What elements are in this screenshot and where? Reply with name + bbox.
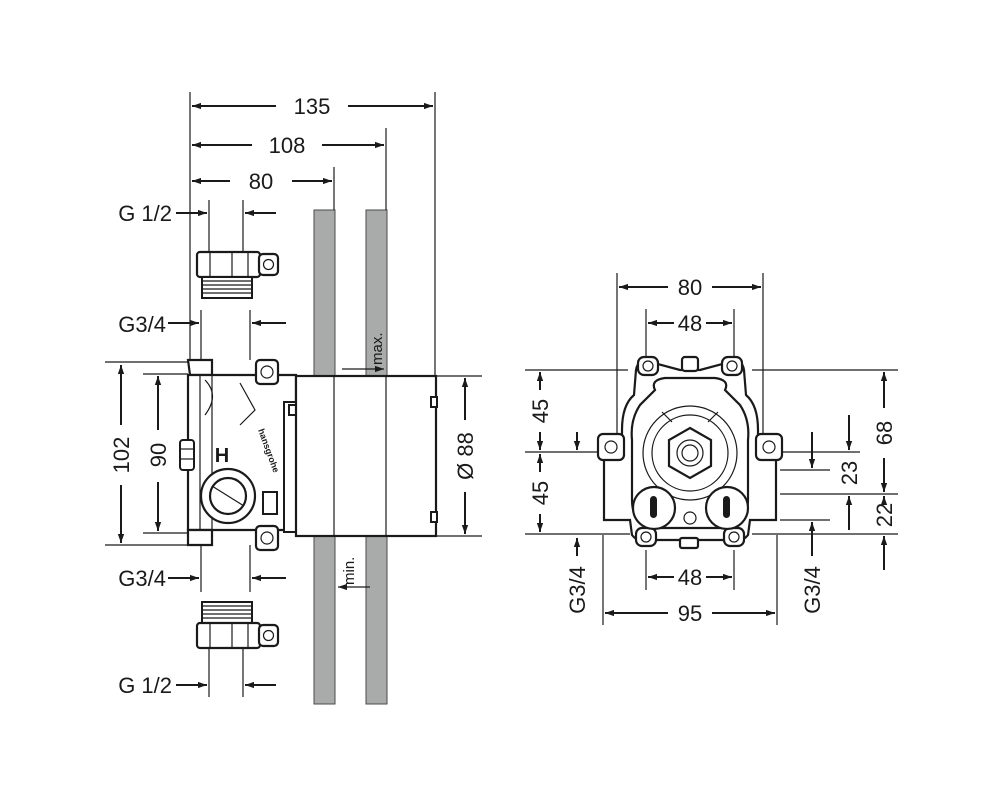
- dimension-80-side-label: 80: [249, 169, 273, 194]
- installation-sleeve: [294, 374, 438, 538]
- dimension-102: 102: [105, 361, 188, 546]
- dimension-95-label: 95: [678, 601, 702, 626]
- dimension-23-label: 23: [837, 461, 862, 485]
- dimension-48-top-label: 48: [678, 311, 702, 336]
- valve-body-front: [596, 355, 784, 550]
- valve-body-side: H hansgrohe: [179, 358, 298, 552]
- dimension-80-front-label: 80: [678, 275, 702, 300]
- dimension-95: 95: [605, 601, 775, 626]
- dimension-22: 22: [872, 496, 897, 570]
- dimension-80-side: 80: [192, 169, 332, 194]
- dimension-45-upper: 45: [528, 372, 553, 450]
- thread-upper-body: G3/4: [118, 310, 286, 360]
- thread-lower-body: G3/4: [118, 545, 286, 592]
- dimension-45-lower-label: 45: [528, 481, 553, 505]
- side-view: 135 108 80 G 1/2: [105, 92, 482, 705]
- thread-bottom-label: G 1/2: [118, 673, 172, 698]
- dimension-diameter-88-label: Ø 88: [453, 432, 478, 480]
- dimension-90-label: 90: [146, 443, 171, 467]
- min-indicator: min.: [338, 557, 370, 591]
- logo-h: H: [215, 445, 229, 467]
- thread-right-label: G3/4: [800, 566, 825, 614]
- dimension-102-label: 102: [109, 437, 134, 474]
- dimension-90: 90: [143, 373, 188, 534]
- dimension-22-label: 22: [872, 503, 897, 527]
- dimension-23: 23: [837, 415, 862, 530]
- max-label: max.: [369, 332, 386, 365]
- thread-left-label: G3/4: [565, 566, 590, 614]
- dimension-45-upper-label: 45: [528, 399, 553, 423]
- front-view: 80 48: [525, 273, 898, 626]
- min-label: min.: [341, 557, 358, 585]
- dimension-48-bottom-label: 48: [678, 565, 702, 590]
- extension-lines-top: [189, 92, 436, 380]
- dimension-68: 68: [872, 372, 897, 492]
- dimension-108: 108: [192, 133, 384, 158]
- thread-lower-body-label: G3/4: [118, 566, 166, 591]
- thread-upper-body-label: G3/4: [118, 312, 166, 337]
- max-indicator: max.: [342, 332, 386, 373]
- dimension-diameter-88: Ø 88: [436, 375, 482, 537]
- dimension-48-bottom: 48: [648, 565, 732, 590]
- dimension-68-label: 68: [872, 421, 897, 445]
- dimension-135: 135: [192, 94, 433, 119]
- upper-fitting: [195, 250, 280, 299]
- dimension-108-label: 108: [269, 133, 306, 158]
- thread-top-label: G 1/2: [118, 201, 172, 226]
- thread-right: G3/4: [780, 432, 830, 614]
- dimension-80-front: 80: [619, 275, 761, 300]
- dimension-48-top: 48: [648, 311, 732, 336]
- dimension-135-label: 135: [294, 94, 331, 119]
- thread-bottom: G 1/2: [118, 648, 276, 698]
- front-extension-lines: [525, 273, 898, 625]
- thread-left: G3/4: [565, 432, 590, 614]
- thread-top: G 1/2: [118, 200, 276, 252]
- lower-fitting: [195, 601, 280, 650]
- dimension-45-lower: 45: [528, 454, 553, 532]
